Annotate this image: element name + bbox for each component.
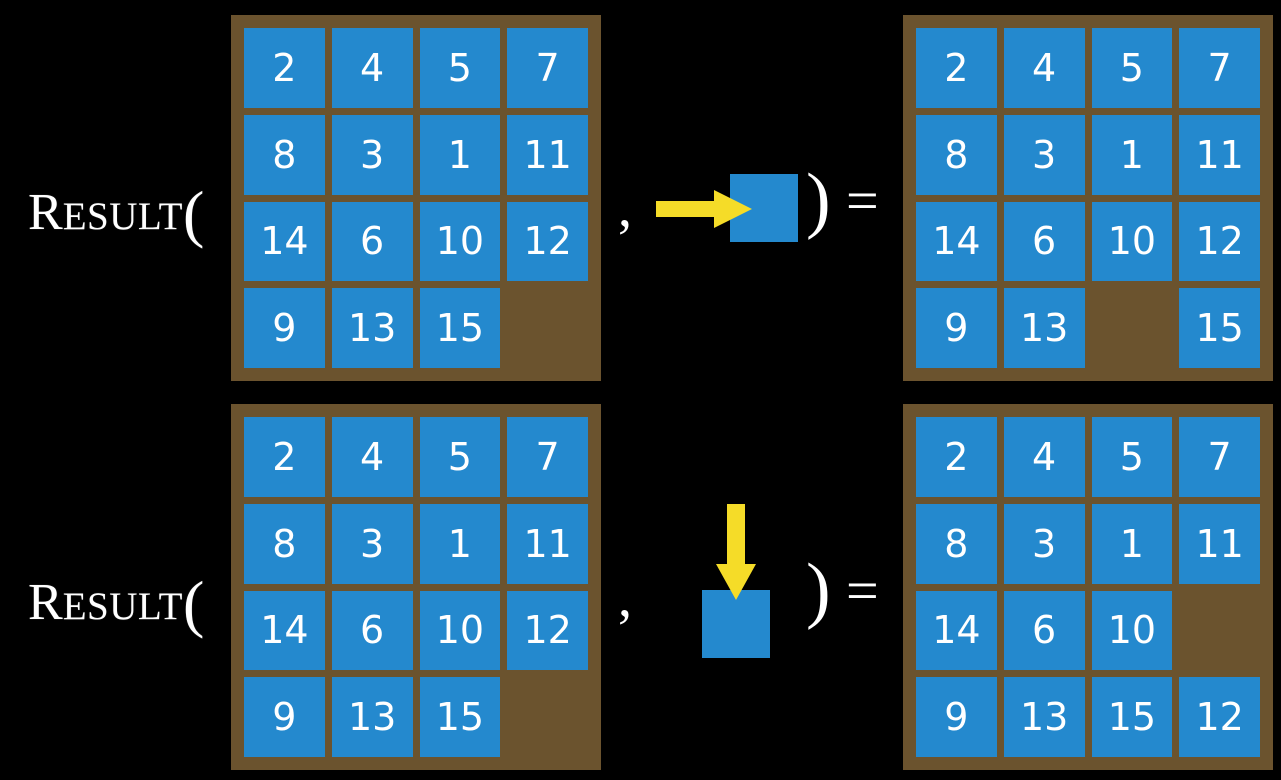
puzzle-tile[interactable]: 2 <box>244 28 325 108</box>
result-label-cap-2: R <box>28 574 63 631</box>
puzzle-tile[interactable]: 7 <box>1179 28 1260 108</box>
close-paren-2: ) <box>806 549 831 631</box>
puzzle-tile[interactable]: 2 <box>244 417 325 497</box>
puzzle-tile[interactable]: 1 <box>419 114 501 195</box>
puzzle-tile[interactable]: 4 <box>1003 417 1085 497</box>
puzzle-tile[interactable]: 13 <box>1003 677 1085 757</box>
puzzle-tile[interactable]: 10 <box>1091 201 1173 282</box>
puzzle-tile[interactable]: 13 <box>1003 288 1085 368</box>
argument-comma-1: , <box>618 177 632 239</box>
puzzle-tile[interactable]: 4 <box>1003 28 1085 108</box>
puzzle-tile[interactable]: 12 <box>507 590 588 671</box>
puzzle-tile[interactable]: 10 <box>1091 590 1173 671</box>
empty-cell <box>507 288 588 368</box>
slide-right-action <box>650 168 810 248</box>
puzzle-tile[interactable]: 6 <box>1003 201 1085 282</box>
puzzle-tile[interactable]: 11 <box>1179 503 1260 584</box>
puzzle-tile[interactable]: 3 <box>1003 503 1085 584</box>
argument-comma-2: , <box>618 567 632 629</box>
puzzle-tile[interactable]: 3 <box>331 503 413 584</box>
puzzle-tile[interactable]: 6 <box>331 590 413 671</box>
puzzle-tile[interactable]: 6 <box>331 201 413 282</box>
result-function-label-2: RESULT( <box>28 566 204 636</box>
puzzle-tile[interactable]: 5 <box>1091 417 1173 497</box>
puzzle-tile[interactable]: 1 <box>1091 114 1173 195</box>
puzzle-tile[interactable]: 14 <box>916 201 997 282</box>
puzzle-tile[interactable]: 5 <box>419 417 501 497</box>
empty-cell <box>1092 288 1173 368</box>
puzzle-tile[interactable]: 1 <box>419 503 501 584</box>
puzzle-tile[interactable]: 13 <box>331 288 413 368</box>
puzzle-tile[interactable]: 10 <box>419 201 501 282</box>
empty-cell <box>507 677 588 757</box>
puzzle-tile[interactable]: 13 <box>331 677 413 757</box>
puzzle-tile[interactable]: 7 <box>507 417 588 497</box>
result-label-cap-1: R <box>28 184 63 241</box>
puzzle-tile[interactable]: 14 <box>244 201 325 282</box>
puzzle-tile[interactable]: 2 <box>916 28 997 108</box>
puzzle-tile[interactable]: 11 <box>1179 114 1260 195</box>
puzzle-tile[interactable]: 3 <box>1003 114 1085 195</box>
puzzle-tile[interactable]: 15 <box>1091 677 1173 757</box>
arrow-right-icon <box>656 190 752 228</box>
puzzle-tile[interactable]: 1 <box>1091 503 1173 584</box>
puzzle-tile[interactable]: 4 <box>331 417 413 497</box>
result-label-smallcaps-2: ESULT <box>62 585 183 628</box>
puzzle-tile[interactable]: 8 <box>916 503 997 584</box>
puzzle-tile[interactable]: 14 <box>916 590 997 671</box>
puzzle-tile[interactable]: 5 <box>419 28 501 108</box>
open-paren-2: ( <box>182 568 205 639</box>
result-function-label-1: RESULT( <box>28 176 204 246</box>
puzzle-tile[interactable]: 15 <box>419 288 501 368</box>
puzzle-tile[interactable]: 10 <box>419 590 501 671</box>
puzzle-tile[interactable]: 8 <box>916 114 997 195</box>
puzzle-tile[interactable]: 11 <box>507 114 588 195</box>
puzzle-tile[interactable]: 15 <box>419 677 501 757</box>
puzzle-tile[interactable]: 6 <box>1003 590 1085 671</box>
puzzle-tile[interactable]: 9 <box>244 288 325 368</box>
puzzle-tile[interactable]: 7 <box>507 28 588 108</box>
puzzle-tile[interactable]: 9 <box>916 288 997 368</box>
puzzle-tile[interactable]: 8 <box>244 503 325 584</box>
puzzle-tile[interactable]: 5 <box>1091 28 1173 108</box>
puzzle-tile[interactable]: 12 <box>507 201 588 282</box>
arrow-down-icon <box>716 504 756 600</box>
equals-sign-1: = <box>846 168 879 233</box>
puzzle-tile[interactable]: 8 <box>244 114 325 195</box>
puzzle-tile[interactable]: 4 <box>331 28 413 108</box>
puzzle-tile[interactable]: 7 <box>1179 417 1260 497</box>
result-label-smallcaps-1: ESULT <box>62 195 183 238</box>
puzzle-tile[interactable]: 15 <box>1179 288 1260 368</box>
puzzle-tile[interactable]: 12 <box>1179 677 1260 757</box>
close-paren-1: ) <box>806 159 831 241</box>
puzzle-tile[interactable]: 14 <box>244 590 325 671</box>
empty-cell <box>1179 591 1260 671</box>
puzzle-tile[interactable]: 11 <box>507 503 588 584</box>
puzzle-tile[interactable]: 9 <box>244 677 325 757</box>
puzzle-tile[interactable]: 2 <box>916 417 997 497</box>
open-paren-1: ( <box>182 178 205 249</box>
puzzle-tile[interactable]: 3 <box>331 114 413 195</box>
equals-sign-2: = <box>846 558 879 623</box>
slide-down-action <box>690 500 800 660</box>
puzzle-tile[interactable]: 9 <box>916 677 997 757</box>
blank-tile-icon-2 <box>702 590 770 658</box>
puzzle-tile[interactable]: 12 <box>1179 201 1260 282</box>
